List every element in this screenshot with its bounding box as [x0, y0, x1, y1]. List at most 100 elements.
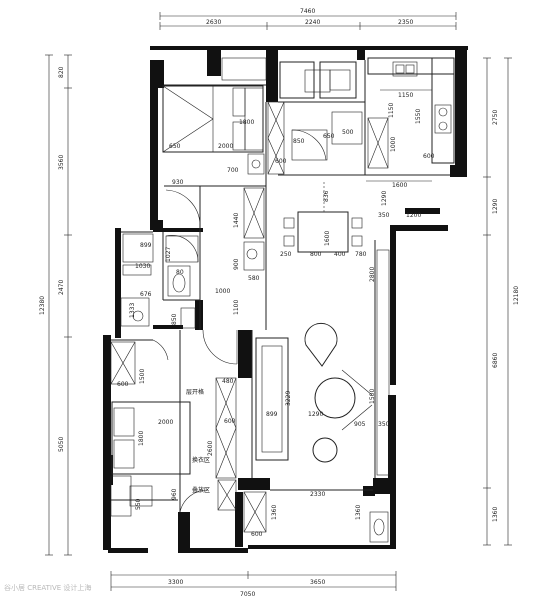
- washing-machine: [279, 61, 315, 99]
- kitchen: 1150 1150 1550 1000 600 1600: [366, 57, 455, 189]
- dim-bottom-a: 3300: [168, 579, 183, 586]
- dim-2000-top: 2000: [218, 143, 233, 150]
- dim-bottom-b: 3650: [310, 579, 325, 586]
- toilet-icon: [172, 273, 186, 293]
- dim-850: 850: [293, 138, 305, 145]
- counter-side: [431, 57, 455, 164]
- dim-1150: 1150: [398, 92, 413, 99]
- chair: [351, 217, 363, 229]
- dim-400: 400: [334, 251, 346, 258]
- top-dimensions: 7460 2630 2240 2350: [159, 8, 457, 30]
- wash-basin-icon: [246, 248, 258, 260]
- dim-total-width: 7460: [300, 8, 315, 15]
- sofa: [255, 337, 289, 461]
- dim-1000-b: 1000: [215, 288, 230, 295]
- dim-left-d: 5050: [58, 437, 65, 452]
- dim-1360-a: 1360: [271, 505, 278, 520]
- dim-right-a: 2750: [492, 110, 499, 125]
- dim-960: 960: [171, 488, 178, 500]
- entry-cabinet: 900 580 1000 1100: [215, 187, 265, 315]
- watermark: 谷小居 CREATIVE 设计上海: [4, 583, 91, 592]
- dim-left-a: 820: [58, 66, 65, 78]
- dim-1333: 1333: [129, 303, 136, 318]
- dim-350-living: 350: [378, 421, 390, 428]
- dim-600-d: 600: [224, 418, 236, 425]
- dining-area: 836 1600 250 800 400 780 350 1200 1440 2…: [233, 182, 421, 282]
- living-room: 899 3229 1290 905 1500 350 1290: [255, 191, 390, 476]
- coffee-table: [314, 377, 356, 419]
- dim-600-e: 600: [251, 531, 263, 538]
- dim-700: 700: [227, 167, 239, 174]
- dim-930: 930: [172, 179, 184, 186]
- partition-lines: [111, 60, 450, 512]
- dim-1027: 1027: [165, 247, 172, 262]
- bed: [111, 401, 191, 475]
- label-folding-area: 叠放区: [192, 486, 210, 494]
- dim-850-bath: 850: [171, 313, 178, 325]
- master-bedroom: 1800 650 2000 700 930: [162, 57, 267, 226]
- chair: [351, 235, 363, 247]
- dim-80: 80: [176, 269, 184, 276]
- dim-899-living: 899: [266, 411, 278, 418]
- dim-1200: 1200: [406, 212, 421, 219]
- dim-2800: 2800: [369, 267, 376, 282]
- dim-3229: 3229: [285, 391, 292, 406]
- dim-1150-v: 1150: [388, 103, 395, 118]
- dim-1550: 1550: [415, 109, 422, 124]
- second-bedroom: 1500 600 2000 1800 960 550: [110, 341, 191, 517]
- bottom-dimensions: 3300 3650 7050: [110, 571, 397, 598]
- dim-600-b: 600: [423, 153, 435, 160]
- stove: [434, 104, 452, 134]
- dim-1290: 1290: [308, 411, 323, 418]
- dim-left-b: 3560: [58, 155, 65, 170]
- dim-480: 480: [222, 378, 234, 385]
- window-bay: [221, 57, 267, 81]
- side-table: [312, 437, 338, 463]
- dim-350-top: 350: [378, 212, 390, 219]
- dim-1800-bed: 1800: [138, 431, 145, 446]
- armchair: [304, 323, 338, 367]
- dim-550: 550: [135, 498, 142, 510]
- dim-1600-top: 1600: [392, 182, 407, 189]
- label-pull-cabinet: 层开格: [186, 388, 204, 396]
- left-dimensions: 820 3560 2470 12380 5050: [39, 54, 72, 556]
- dim-500: 500: [342, 129, 354, 136]
- dim-650b: 650: [323, 133, 335, 140]
- bedside-table: [247, 153, 265, 175]
- doors: [152, 329, 238, 513]
- dim-650: 650: [169, 143, 181, 150]
- dim-1500-living: 1500: [369, 389, 376, 404]
- dim-1000: 1000: [390, 137, 397, 152]
- dim-left-c: 2470: [58, 280, 65, 295]
- tv-cabinet: [376, 249, 390, 476]
- dim-580: 580: [248, 275, 260, 282]
- dim-2600: 2600: [207, 441, 214, 456]
- dim-right-b: 1290: [492, 199, 499, 214]
- dim-right-total: 12180: [513, 286, 520, 305]
- utility-balcony: 850 650 500 600: [275, 61, 363, 165]
- dim-top-a: 2630: [206, 19, 221, 26]
- dim-780: 780: [355, 251, 367, 258]
- right-dimensions: 2750 1290 12180 6860 1360: [483, 57, 520, 546]
- dim-2330: 2330: [310, 491, 325, 498]
- dim-right-c: 6860: [492, 353, 499, 368]
- lamp-icon: [251, 159, 261, 169]
- counter-top: [367, 57, 455, 75]
- dim-1290-right: 1290: [381, 191, 388, 206]
- dryer: [319, 61, 357, 99]
- dim-top-c: 2350: [398, 19, 413, 26]
- bathroom: 899 1027 1030 80 676 1333 850: [120, 233, 199, 329]
- dim-1500-bed: 1500: [139, 369, 146, 384]
- dim-250: 250: [280, 251, 292, 258]
- toilet-icon-2: [373, 518, 385, 536]
- bottom-bath: 2330 1360 1360 600: [243, 491, 389, 543]
- dim-600-c: 600: [117, 381, 129, 388]
- dim-900: 900: [233, 258, 240, 270]
- dim-2000-bottom: 2000: [158, 419, 173, 426]
- label-changing-area: 换衣区: [192, 456, 210, 464]
- dim-1030: 1030: [135, 263, 150, 270]
- dim-836: 836: [323, 190, 330, 202]
- dim-1360-b: 1360: [355, 505, 362, 520]
